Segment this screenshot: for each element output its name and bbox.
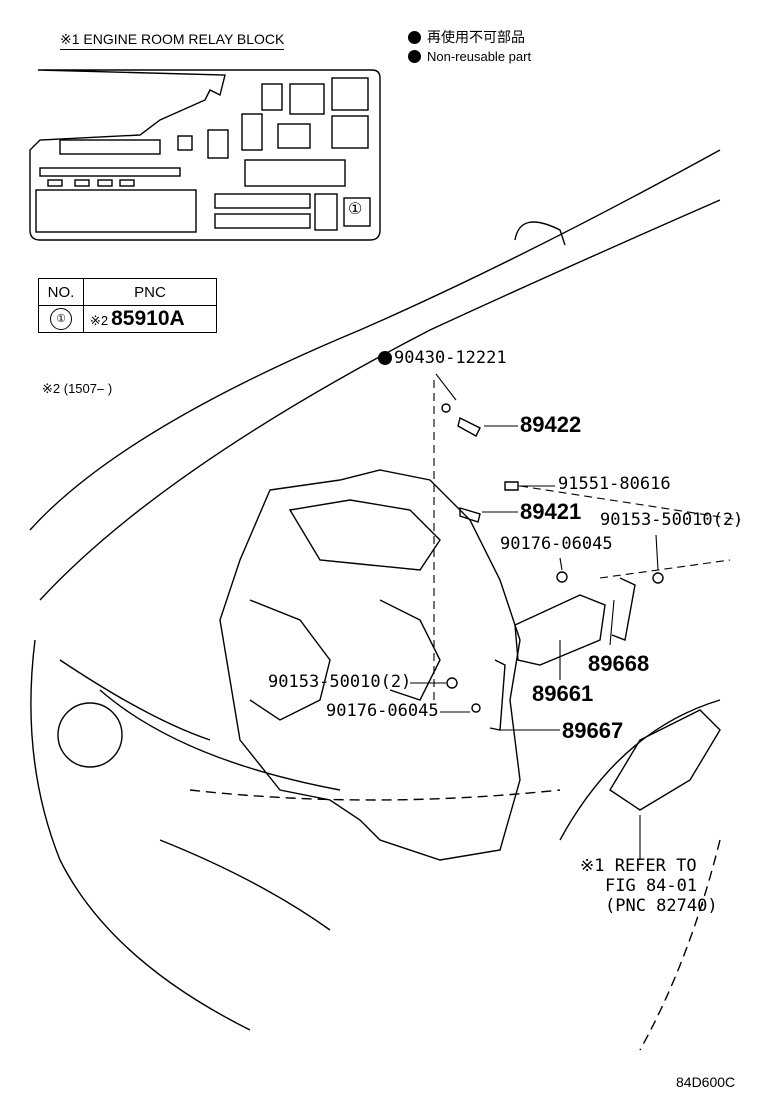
part-90153-50010-b: 90153-50010(2): [268, 672, 412, 692]
refer-line-3: (PNC 82740): [605, 896, 718, 916]
figure-code: 84D600C: [676, 1074, 736, 1090]
part-90430-12221: 90430-12221: [378, 350, 507, 367]
pnc-row-note: ※2: [90, 313, 109, 328]
refer-line-1: ※1 REFER TO: [580, 856, 697, 876]
pnc-row-pnc-value: 85910A: [111, 307, 185, 330]
relay-block-outline: [29, 69, 381, 241]
legend-en: Non-reusable part: [408, 50, 531, 63]
part-90176-06045-a: 90176-06045: [500, 534, 613, 554]
legend-jp-text: 再使用不可部品: [427, 29, 525, 45]
filled-dot-icon: [408, 31, 421, 44]
part-label: 90430-12221: [394, 348, 507, 368]
part-89422: 89422: [520, 412, 582, 437]
pnc-row-no: ①: [38, 305, 84, 333]
emblem-outline: [57, 702, 123, 768]
legend-en-text: Non-reusable part: [427, 49, 532, 64]
relay-block-title: ※1 ENGINE ROOM RELAY BLOCK: [60, 32, 285, 50]
pnc-header-no: NO.: [38, 278, 84, 306]
hood-line: [29, 149, 721, 531]
part-89667: 89667: [562, 718, 624, 743]
pnc-row-no-text: ①: [50, 308, 72, 330]
engine-outline: [219, 469, 521, 861]
filled-dot-icon: [408, 50, 421, 63]
note-2: ※2 (1507– ): [42, 381, 113, 396]
part-89668: 89668: [588, 651, 650, 676]
part-91551-80616: 91551-80616: [558, 474, 671, 494]
non-reusable-dot-icon: [378, 351, 392, 365]
relay-block-marker: ①: [348, 201, 363, 218]
part-90176-06045-b: 90176-06045: [326, 701, 439, 721]
refer-line-2: FIG 84-01: [605, 876, 698, 896]
fuse-box-outline: [609, 709, 721, 811]
pnc-header-pnc: PNC: [83, 278, 217, 306]
part-89421: 89421: [520, 499, 582, 524]
part-90153-50010-a: 90153-50010(2): [600, 510, 744, 530]
legend-jp: 再使用不可部品: [408, 30, 525, 44]
ecu-outline: [514, 594, 606, 666]
part-89661: 89661: [532, 681, 594, 706]
